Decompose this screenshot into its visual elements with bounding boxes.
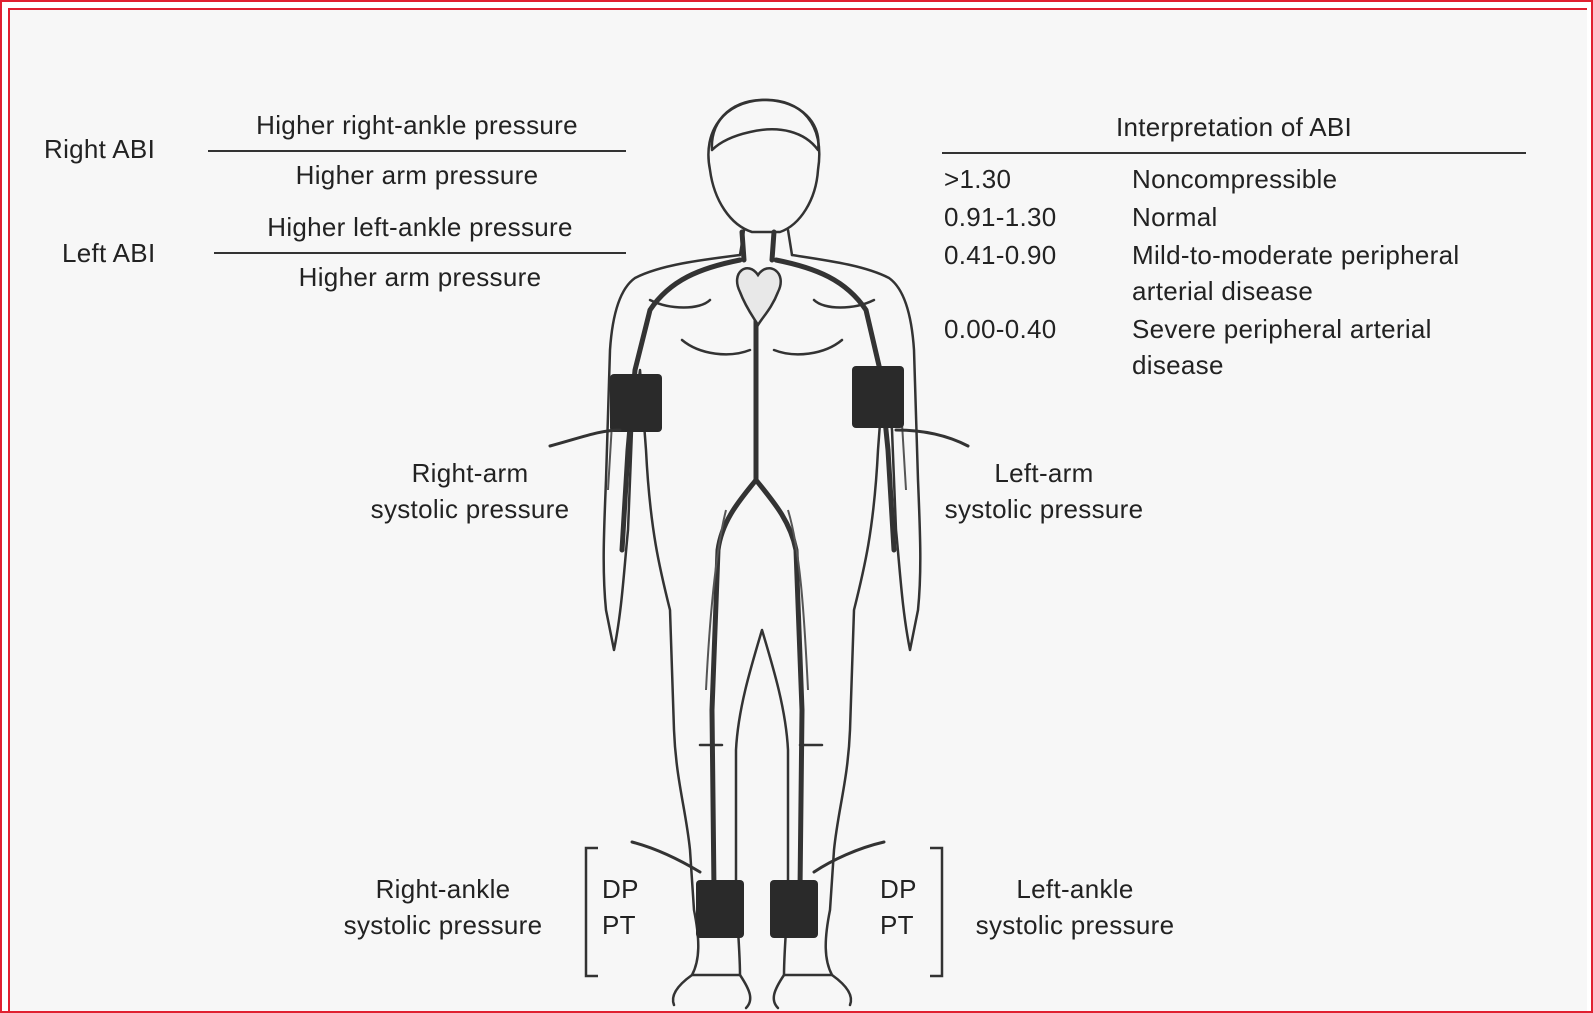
left-ankle-tube xyxy=(814,842,884,872)
head-outline xyxy=(708,100,819,232)
abi-meaning: Normal xyxy=(1132,198,1218,236)
left-ankle-callout: Left-ankle xyxy=(952,870,1198,908)
left-site-bracket xyxy=(930,848,942,976)
neck-outline xyxy=(740,230,792,255)
abi-meaning: Noncompressible xyxy=(1132,160,1337,198)
right-ankle-cuff xyxy=(696,880,744,938)
abi-meaning: disease xyxy=(1132,346,1224,384)
right-pt-label: PT xyxy=(602,906,636,944)
right-arm-tube xyxy=(550,430,620,446)
abi-range: 0.00-0.40 xyxy=(944,310,1057,348)
carotid-arteries xyxy=(742,232,774,260)
right-dp-label: DP xyxy=(602,870,639,908)
right-arm-callout: systolic pressure xyxy=(350,490,590,528)
left-arm-callout: systolic pressure xyxy=(924,490,1164,528)
body-outline xyxy=(604,255,921,975)
hair-outline xyxy=(712,100,819,150)
right-ankle-callout: Right-ankle xyxy=(320,870,566,908)
left-arm-cuff xyxy=(852,366,904,428)
abi-range: 0.41-0.90 xyxy=(944,236,1057,274)
left-dp-label: DP xyxy=(880,870,917,908)
right-ankle-callout: systolic pressure xyxy=(320,906,566,944)
right-abi-denominator: Higher arm pressure xyxy=(208,156,626,194)
left-abi-numerator: Higher left-ankle pressure xyxy=(214,208,626,246)
right-abi-fraction-bar xyxy=(208,150,626,152)
right-abi-numerator: Higher right-ankle pressure xyxy=(208,106,626,144)
left-ankle-callout: systolic pressure xyxy=(952,906,1198,944)
abi-range: 0.91-1.30 xyxy=(944,198,1057,236)
abi-meaning: Severe peripheral arterial xyxy=(1132,310,1432,348)
left-abi-fraction-bar xyxy=(214,252,626,254)
left-ankle-cuff xyxy=(770,880,818,938)
abi-meaning: arterial disease xyxy=(1132,272,1313,310)
right-abi-label: Right ABI xyxy=(44,130,155,168)
interpretation-title-rule xyxy=(942,152,1526,154)
left-abi-denominator: Higher arm pressure xyxy=(214,258,626,296)
left-abi-label: Left ABI xyxy=(62,234,155,272)
left-arm-callout: Left-arm xyxy=(924,454,1164,492)
right-site-bracket xyxy=(586,848,598,976)
abi-range: >1.30 xyxy=(944,160,1011,198)
right-arm-callout: Right-arm xyxy=(350,454,590,492)
left-arm-tube xyxy=(896,430,968,446)
right-iliac-artery xyxy=(712,480,756,890)
diagram-canvas: Right ABI Higher right-ankle pressure Hi… xyxy=(8,8,1587,1013)
interpretation-title: Interpretation of ABI xyxy=(942,108,1526,146)
heart-icon xyxy=(737,268,781,325)
left-foot-outline xyxy=(774,975,851,1008)
right-arm-cuff xyxy=(610,374,662,432)
right-foot-outline xyxy=(673,975,750,1008)
abi-meaning: Mild-to-moderate peripheral xyxy=(1132,236,1459,274)
left-pt-label: PT xyxy=(880,906,914,944)
